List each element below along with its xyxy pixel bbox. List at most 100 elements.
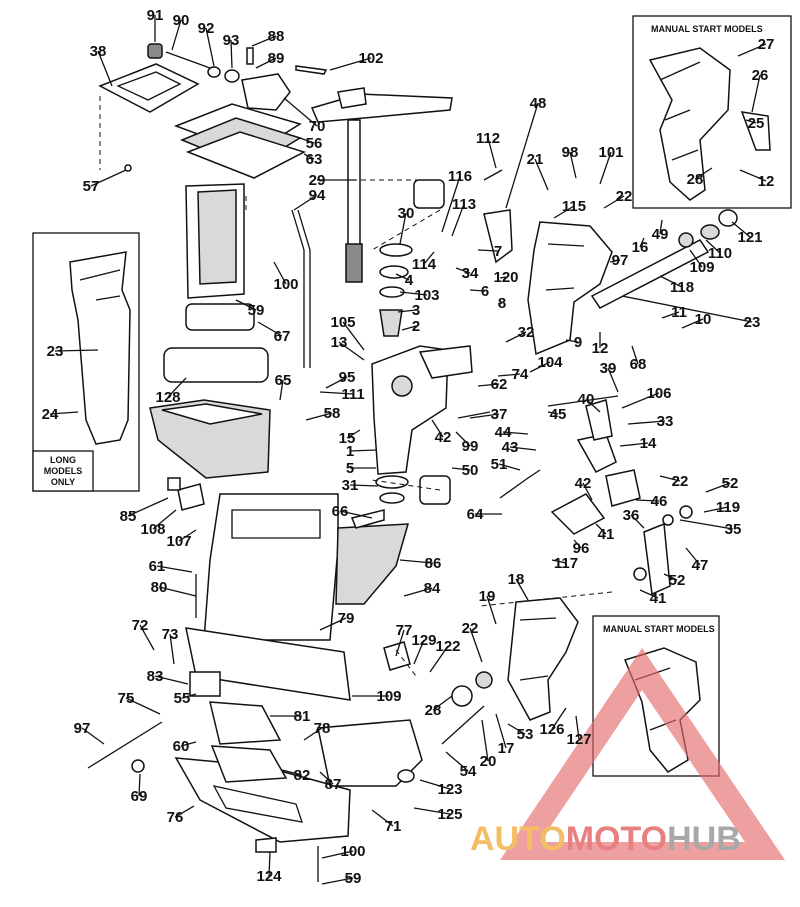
leader-line — [413, 639, 425, 665]
leader-line — [582, 482, 593, 501]
part-callout-22: 22 — [616, 188, 633, 205]
part-callout-94: 94 — [309, 187, 326, 204]
leader-line — [174, 805, 195, 818]
leader-line — [661, 311, 680, 319]
part-callout-112: 112 — [476, 130, 500, 147]
leader-line — [251, 35, 277, 47]
leader-line — [283, 97, 318, 127]
leader-line — [659, 475, 681, 482]
part-callout-52: 52 — [722, 475, 739, 492]
part-callout-25: 25 — [748, 115, 765, 132]
leader-line — [627, 420, 666, 425]
leader-line — [609, 259, 621, 263]
part-callout-98: 98 — [562, 144, 579, 161]
leader-line — [481, 719, 489, 762]
part-callout-80: 80 — [151, 579, 168, 596]
part-callout-56: 56 — [306, 135, 323, 152]
leader-line — [469, 627, 483, 663]
part-callout-92: 92 — [198, 20, 215, 37]
leader-line — [293, 194, 318, 211]
part-callout-1: 1 — [346, 443, 354, 460]
part-callout-86: 86 — [425, 555, 442, 572]
part-callout-16: 16 — [632, 239, 649, 256]
part-callout-91: 91 — [147, 7, 164, 24]
leader-line — [739, 169, 767, 182]
part-callout-85: 85 — [120, 508, 137, 525]
leader-line — [257, 321, 283, 337]
leader-line — [621, 295, 753, 323]
part-callout-90: 90 — [173, 12, 190, 29]
part-callout-15: 15 — [339, 430, 356, 447]
part-callout-7: 7 — [494, 243, 502, 260]
inset-bottom-title: MANUAL START MODELS — [603, 624, 715, 634]
leader-line — [429, 645, 449, 673]
part-callout-122: 122 — [435, 638, 460, 655]
part-callout-46: 46 — [651, 493, 668, 510]
part-callout-24: 24 — [42, 406, 59, 423]
leader-line — [639, 237, 645, 248]
leader-line — [679, 519, 734, 530]
leader-line — [635, 499, 660, 502]
part-callout-42: 42 — [435, 429, 452, 446]
leader-line — [630, 514, 645, 529]
part-callout-43: 43 — [502, 439, 519, 456]
part-callout-127: 127 — [566, 731, 591, 748]
leader-line — [127, 497, 169, 517]
leader-line — [751, 74, 761, 113]
part-callout-44: 44 — [495, 424, 512, 441]
part-callout-97: 97 — [74, 720, 91, 737]
part-callout-108: 108 — [140, 521, 165, 538]
part-callout-128: 128 — [155, 389, 180, 406]
leader-line — [255, 57, 277, 69]
leader-line — [339, 510, 373, 519]
leader-line — [451, 203, 465, 237]
leader-line — [515, 578, 529, 601]
part-callout-116: 116 — [448, 168, 472, 185]
part-callout-53: 53 — [517, 726, 534, 743]
leader-line — [745, 119, 757, 124]
leader-line — [585, 398, 601, 413]
leader-line — [81, 727, 105, 745]
part-callout-76: 76 — [167, 809, 184, 826]
leader-line — [181, 693, 197, 699]
part-callout-68: 68 — [630, 356, 647, 373]
part-callout-41: 41 — [650, 590, 667, 607]
part-callout-69: 69 — [131, 788, 148, 805]
leader-line — [169, 633, 175, 665]
part-callout-78: 78 — [314, 720, 331, 737]
leader-line — [399, 559, 434, 564]
leader-line — [573, 539, 582, 549]
leader-line — [299, 137, 315, 144]
part-callout-124: 124 — [256, 868, 282, 885]
part-callout-47: 47 — [692, 557, 709, 574]
leader-line — [507, 723, 526, 735]
leader-line — [399, 291, 428, 296]
part-callout-48: 48 — [530, 95, 547, 112]
leader-line — [432, 695, 453, 711]
part-callout-60: 60 — [173, 738, 190, 755]
leader-line — [395, 273, 410, 281]
leader-line — [498, 463, 521, 471]
leader-line — [401, 325, 417, 331]
leader-line — [534, 158, 549, 191]
leader-lines — [49, 15, 767, 885]
part-callout-111: 111 — [341, 386, 364, 403]
leader-line — [621, 392, 660, 409]
leader-line — [431, 419, 444, 438]
leader-line — [54, 349, 99, 352]
part-callout-8: 8 — [498, 295, 506, 312]
part-callout-72: 72 — [132, 617, 149, 634]
leader-line — [631, 345, 639, 365]
svg-text:AUTOMOTOHUB: AUTOMOTOHUB — [470, 820, 741, 858]
part-callout-123: 123 — [437, 781, 462, 798]
leader-line — [180, 741, 197, 747]
part-callout-117: 117 — [554, 555, 578, 572]
leader-line — [319, 391, 354, 395]
leader-line — [599, 151, 612, 185]
leader-line — [685, 547, 701, 566]
leader-line — [158, 586, 197, 597]
part-callout-104: 104 — [537, 354, 563, 371]
part-callout-33: 33 — [657, 413, 674, 430]
part-callout-82: 82 — [294, 767, 311, 784]
inset-long-models: LONG MODELS ONLY — [32, 232, 140, 492]
